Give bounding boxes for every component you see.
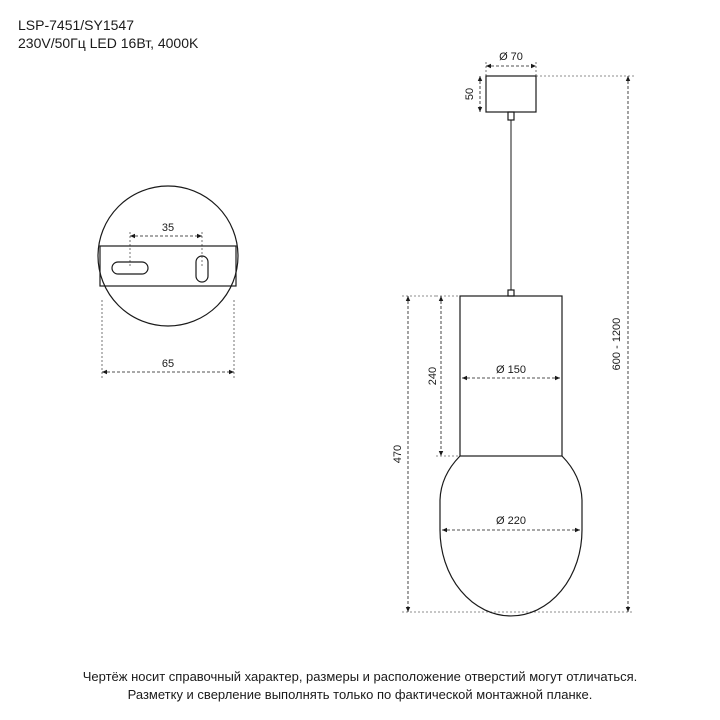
total-height-label: 470 <box>392 445 404 463</box>
canopy-fixing <box>507 111 515 121</box>
lamp-dimensions <box>402 62 634 613</box>
shade-fixing <box>507 289 515 297</box>
footer-line-1: Чертёж носит справочный характер, размер… <box>82 669 638 684</box>
mounting-bar <box>99 245 237 287</box>
mounting-plate-view <box>97 185 239 378</box>
shade-cylinder <box>459 295 563 457</box>
shade-height-label: 240 <box>427 367 439 385</box>
footer-line-2: Разметку и сверление выполнять только по… <box>127 687 593 702</box>
globe-diameter-label: Ø 220 <box>496 515 526 527</box>
slot-hole-horizontal <box>111 261 149 275</box>
glass-globe <box>439 455 583 617</box>
canopy-diameter-label: Ø 70 <box>499 51 523 63</box>
slot-hole-vertical <box>195 255 209 283</box>
canopy-box <box>485 75 537 113</box>
specs-line: 230V/50Гц LED 16Вт, 4000K <box>18 35 199 51</box>
hang-range-label: 600 - 1200 <box>611 318 623 371</box>
shade-diameter-label: Ø 150 <box>496 364 526 376</box>
canopy-height-label: 50 <box>464 88 476 100</box>
canopy-circle <box>97 185 239 327</box>
header: LSP-7451/SY1547 230V/50Гц LED 16Вт, 4000… <box>18 16 198 52</box>
plate-hole-spacing-label: 35 <box>162 222 174 234</box>
pendant-lamp-view <box>439 75 583 617</box>
plate-width-label: 65 <box>162 358 174 370</box>
model-title: LSP-7451/SY1547 <box>18 17 134 33</box>
footer-note: Чертёж носит справочный характер, размер… <box>0 668 720 704</box>
